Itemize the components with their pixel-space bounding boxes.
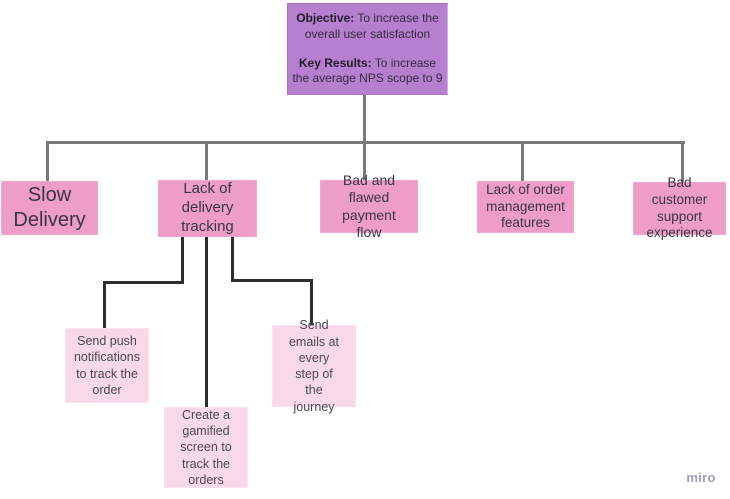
sticky-note-email-journey[interactable]: Send emails at every step of the journey <box>272 318 356 414</box>
connector-line <box>363 93 366 181</box>
objective-label: Objective: <box>296 10 355 25</box>
sticky-note-label: Lack of order management features <box>486 181 565 231</box>
connector-line <box>681 141 684 183</box>
sticky-note-slow-delivery[interactable]: Slow Delivery <box>1 181 98 235</box>
connector-line <box>103 281 184 284</box>
sticky-note-order-management[interactable]: Lack of order management features <box>477 181 574 233</box>
sticky-note-label: Lack of delivery tracking <box>181 180 234 235</box>
sticky-note-label: Bad and flawed payment flow <box>342 171 396 241</box>
connector-line <box>46 141 685 144</box>
sticky-note-label: Bad customer support experience <box>646 174 713 241</box>
connector-line <box>521 141 524 182</box>
connector-line <box>205 141 208 181</box>
objective-text: To increase the overall user satisfactio… <box>304 10 439 41</box>
sticky-note-delivery-tracking[interactable]: Lack of delivery tracking <box>158 180 257 237</box>
sticky-note-customer-support[interactable]: Bad customer support experience <box>633 175 726 240</box>
sticky-note-label: Send emails at every step of the journey <box>288 318 340 414</box>
key-results-text: To increase the average NPS scope to 9 <box>292 55 443 86</box>
sticky-note-label: Create a gamified screen to track the or… <box>180 407 232 487</box>
sticky-note-label: Send push notifications to track the ord… <box>73 334 140 397</box>
connector-line <box>205 236 208 408</box>
connector-line <box>181 236 184 284</box>
connector-line <box>231 236 234 282</box>
connector-line <box>103 281 106 329</box>
key-results-label: Key Results: <box>298 55 372 70</box>
sticky-note-payment-flow[interactable]: Bad and flawed payment flow <box>320 172 418 240</box>
connector-line <box>46 141 49 182</box>
sticky-note-gamified-screen[interactable]: Create a gamified screen to track the or… <box>164 407 248 488</box>
sticky-note-label: Slow Delivery <box>13 184 86 231</box>
objective-sticky-note[interactable]: Objective: To increase the overall user … <box>287 3 448 95</box>
miro-logo-text: miro <box>686 470 716 485</box>
connector-line <box>231 279 313 282</box>
sticky-note-push-notifications[interactable]: Send push notifications to track the ord… <box>65 328 149 403</box>
objective-note-text: Objective: To increase the overall user … <box>289 11 446 87</box>
connector-line <box>310 279 313 326</box>
miro-watermark[interactable]: miro <box>678 464 724 491</box>
